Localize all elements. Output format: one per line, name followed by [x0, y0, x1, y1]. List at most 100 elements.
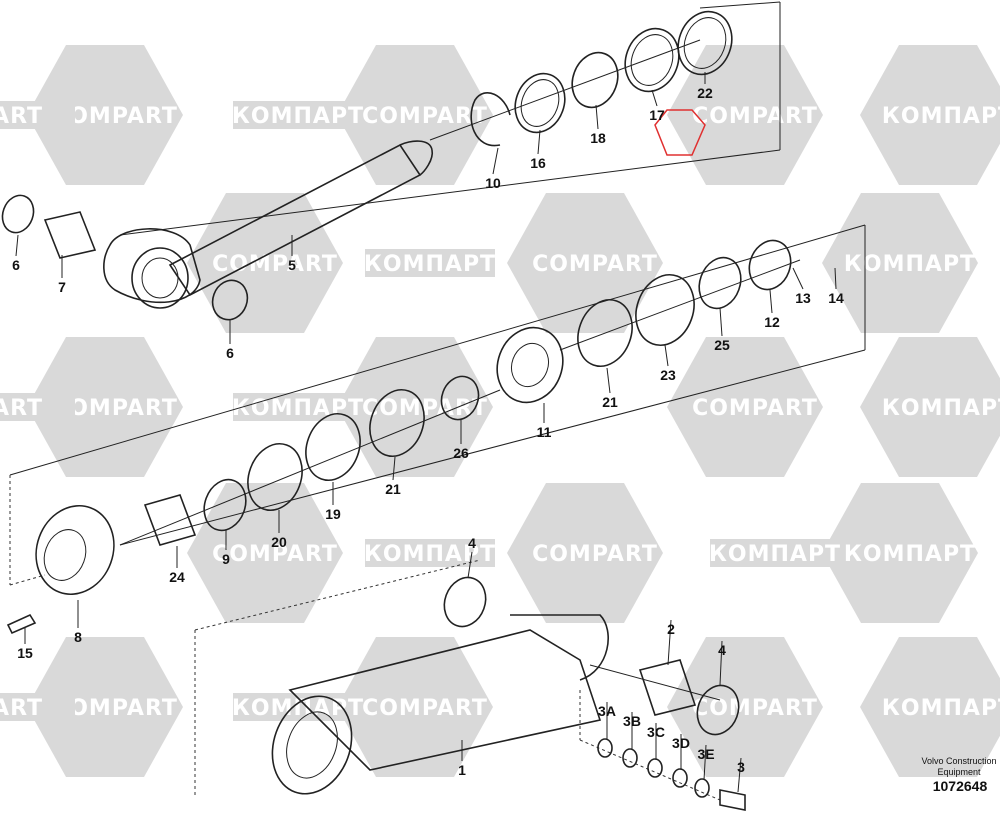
part-number-label: 18	[590, 130, 606, 146]
callout-leader-line	[651, 89, 658, 107]
watermark-brand: COMPART	[692, 104, 818, 129]
part-number-label: 2	[667, 621, 675, 637]
part-number-label: 21	[602, 394, 618, 410]
part-number-label: 3C	[647, 724, 665, 740]
callout-leader-line	[719, 640, 723, 686]
seal-20	[247, 443, 303, 511]
watermark-brand: КОМПАРТ	[364, 252, 496, 277]
watermark-tile: КОМПАРТ	[860, 337, 1000, 477]
part-number-label: 10	[485, 175, 501, 191]
part-number-label: 12	[764, 314, 780, 330]
part-number-label: 4	[468, 535, 476, 551]
callout-leader-line	[467, 551, 473, 579]
seal-4-top	[443, 576, 487, 628]
part-number-label: 7	[58, 279, 66, 295]
ring-26	[440, 375, 480, 421]
ring-21-left	[369, 389, 425, 457]
watermark-tile: COMPART	[507, 483, 663, 623]
watermark-brand: КОМПАРТ	[844, 252, 976, 277]
watermark-tile: COMPART	[337, 337, 493, 477]
callout-leader-line	[664, 344, 669, 367]
watermark-tile: КОМПАРТ	[822, 483, 978, 623]
part-number-label: 20	[271, 534, 287, 550]
watermark-tile: КОМПАРТ	[860, 637, 1000, 777]
watermark-brand: КОМПАРТ	[844, 542, 976, 567]
part-number-label: 6	[226, 345, 234, 361]
ring-21-right	[577, 299, 633, 367]
watermark-brand: КОМПАРТ	[882, 396, 1000, 421]
piston-rod	[103, 140, 434, 309]
bolt-15	[6, 613, 37, 635]
callout-leader-line	[792, 267, 804, 290]
watermark-brand: COMPART	[532, 542, 658, 567]
watermark-brand: КОМПАРТ	[709, 542, 841, 567]
seal-6-right	[211, 279, 249, 321]
watermark-brand: PART	[0, 696, 43, 721]
part-number-label: 16	[530, 155, 546, 171]
bushing-7	[43, 211, 97, 259]
part-drawings	[1, 10, 792, 811]
watermark-brand: PART	[0, 396, 43, 421]
watermark-brand: COMPART	[532, 252, 658, 277]
callout-leader-line	[595, 104, 599, 130]
watermark-tile: COMPART	[337, 45, 493, 185]
bushing-2	[638, 659, 697, 716]
watermark-brand: COMPART	[212, 542, 338, 567]
snap-ring-9	[203, 478, 247, 532]
part-number-label: 19	[325, 506, 341, 522]
watermark-tile: COMPART	[667, 45, 823, 185]
watermark-brand: КОМПАРТ	[232, 104, 364, 129]
seal-19	[305, 413, 361, 481]
part-number-label: 17	[649, 107, 665, 123]
watermark-tile: COMPART	[667, 337, 823, 477]
part-number-label: 14	[828, 290, 844, 306]
watermark-brand: КОМПАРТ	[232, 396, 364, 421]
watermark-tile: COMPART	[507, 193, 663, 333]
watermark-brand: COMPART	[362, 104, 488, 129]
callout-leader-line	[537, 129, 541, 155]
seal-4-right	[696, 684, 740, 736]
watermark-brand: PART	[0, 104, 43, 129]
callout-leader-line	[703, 744, 707, 781]
watermark-brand: КОМПАРТ	[232, 696, 364, 721]
part-number-label: 22	[697, 85, 713, 101]
snap-ring-10	[470, 92, 511, 147]
part-number-label: 3	[737, 759, 745, 775]
part-number-label: 23	[660, 367, 676, 383]
callout-leader-line	[606, 367, 611, 394]
watermark-tile: КОМПАРТ	[822, 193, 978, 333]
drawing-number: 1072648	[932, 778, 988, 794]
part-number-label: 4	[718, 642, 726, 658]
highlight-hexagon	[654, 109, 706, 156]
cylinder-tube-1	[288, 629, 602, 771]
shim-3E	[694, 778, 710, 798]
callout-leader-line	[834, 267, 837, 290]
ring-18	[571, 51, 619, 109]
shim-3B	[622, 748, 638, 768]
callout-leader-line	[492, 147, 499, 175]
seal-16	[514, 72, 566, 134]
publisher-credit: Volvo Construction Equipment	[918, 756, 1000, 778]
part-number-label: 26	[453, 445, 469, 461]
callout-leader-line	[667, 619, 672, 666]
part-number-label: 6	[12, 257, 20, 273]
part-number-label: 21	[385, 481, 401, 497]
part-number-label: 5	[288, 257, 296, 273]
watermark-tile: COMPART	[187, 483, 343, 623]
watermark-tile: COMPART	[187, 193, 343, 333]
seal-22	[677, 10, 733, 76]
part-number-label: 3B	[623, 713, 641, 729]
part-number-label: 15	[17, 645, 33, 661]
callout-leader-line	[737, 757, 742, 793]
watermark-brand: КОМПАРТ	[364, 542, 496, 567]
publisher-line-2: Equipment	[937, 767, 981, 777]
ring-17	[624, 27, 680, 93]
part-number-label: 3D	[672, 735, 690, 751]
part-number-label: 3A	[598, 703, 616, 719]
shim-3C	[647, 758, 663, 778]
publisher-line-1: Volvo Construction	[921, 756, 997, 766]
callout-leader-line	[15, 234, 19, 257]
part-number-label: 1	[458, 762, 466, 778]
